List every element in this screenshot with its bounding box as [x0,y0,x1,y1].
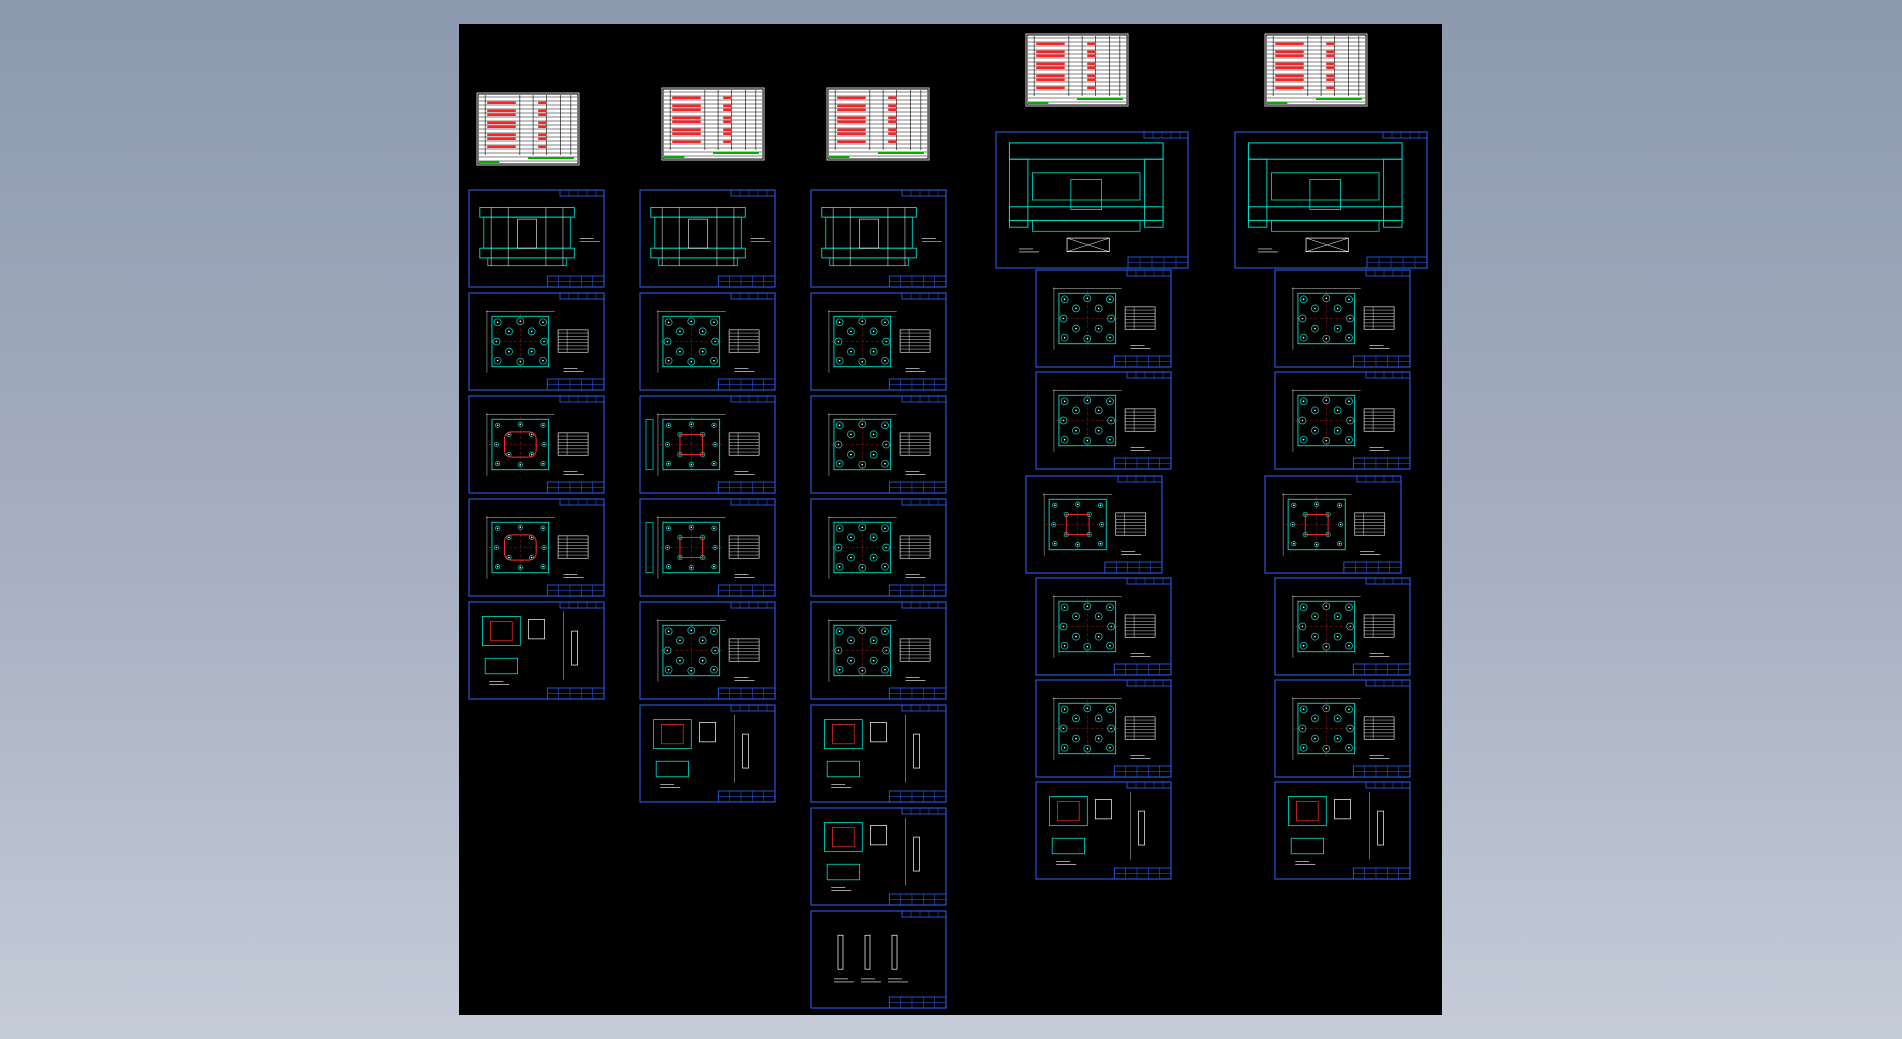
column-5-sheet-6[interactable] [1274,679,1411,778]
column-1-sheet-2[interactable] [468,292,605,391]
column-4-sheet-7[interactable] [1035,781,1172,880]
column-2-bom-table[interactable] [661,87,765,161]
column-2-sheet-5[interactable] [639,601,776,700]
column-2-sheet-1[interactable] [639,189,776,288]
column-4-sheet-1[interactable] [995,131,1189,269]
column-4-bom-table[interactable] [1025,33,1129,107]
column-5-bom-table[interactable] [1264,33,1368,107]
column-5-sheet-4[interactable] [1264,475,1402,574]
column-4-sheet-6[interactable] [1035,679,1172,778]
column-2-sheet-2[interactable] [639,292,776,391]
column-3-sheet-7[interactable] [810,807,947,906]
column-3-sheet-5[interactable] [810,601,947,700]
column-3-bom-table[interactable] [826,87,930,161]
cad-model-space[interactable] [459,24,1442,1015]
column-1-sheet-5[interactable] [468,601,605,700]
cad-drawing-canvas[interactable] [459,24,1442,1015]
column-5-sheet-5[interactable] [1274,577,1411,676]
column-4-sheet-5[interactable] [1035,577,1172,676]
column-2-sheet-6[interactable] [639,704,776,803]
column-2-sheet-3[interactable] [639,395,776,494]
column-3-sheet-2[interactable] [810,292,947,391]
column-1-sheet-3[interactable] [468,395,605,494]
column-5-sheet-3[interactable] [1274,371,1411,470]
column-3-sheet-1[interactable] [810,189,947,288]
column-5-sheet-7[interactable] [1274,781,1411,880]
column-1-sheet-1[interactable] [468,189,605,288]
column-4-sheet-4[interactable] [1025,475,1163,574]
column-3-sheet-8[interactable] [810,910,947,1009]
column-1-bom-table[interactable] [476,92,580,166]
column-5-sheet-1[interactable] [1234,131,1428,269]
column-4-sheet-3[interactable] [1035,371,1172,470]
column-2-sheet-4[interactable] [639,498,776,597]
column-3-sheet-4[interactable] [810,498,947,597]
column-5-sheet-2[interactable] [1274,269,1411,368]
column-3-sheet-6[interactable] [810,704,947,803]
column-1-sheet-4[interactable] [468,498,605,597]
column-3-sheet-3[interactable] [810,395,947,494]
column-4-sheet-2[interactable] [1035,269,1172,368]
